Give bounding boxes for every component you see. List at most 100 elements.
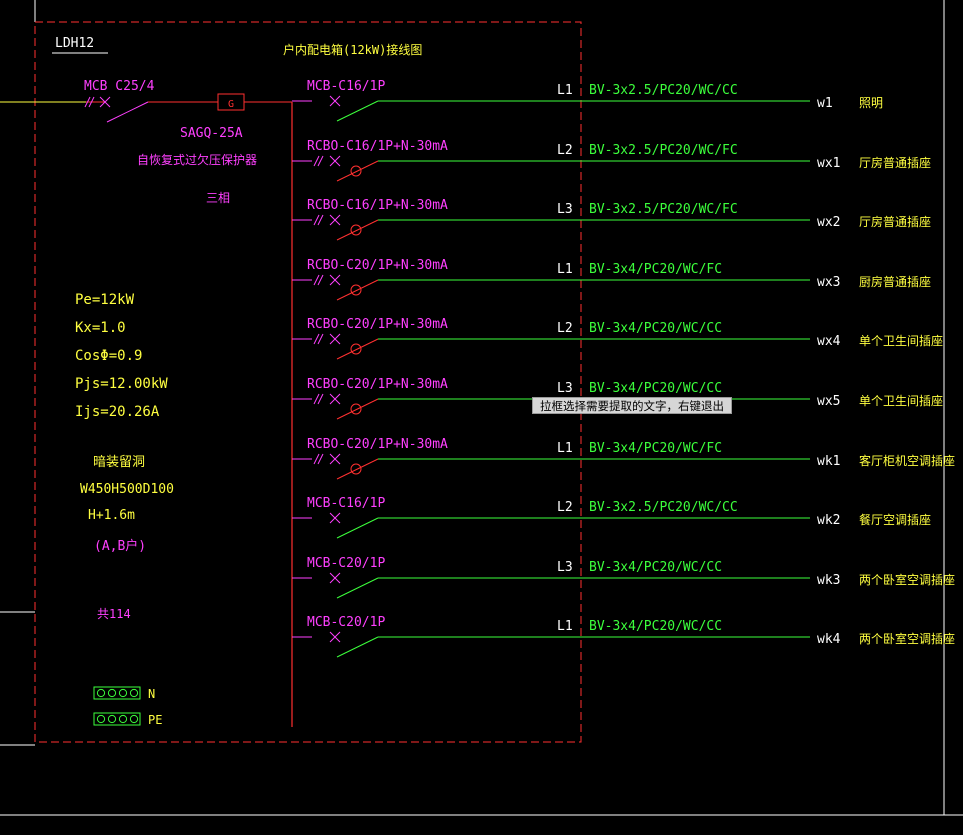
circuit-id: wx5: [817, 394, 840, 409]
breaker-blade: [336, 517, 379, 539]
circuit-id: wk4: [817, 632, 841, 647]
circuit-desc: 两个卧室空调插座: [859, 572, 955, 587]
terminal-screw: [96, 688, 106, 698]
breaker-cross: [329, 333, 341, 345]
rcd-ring: [350, 463, 362, 475]
breaker-blade: [336, 398, 379, 420]
cable-spec: BV-3x4/PC20/WC/CC: [589, 560, 722, 575]
breaker-cross: [329, 512, 341, 524]
rcd-ring: [350, 165, 362, 177]
param-line: Pe=12kW: [75, 292, 135, 308]
diagram-title: 户内配电箱(12kW)接线图: [283, 42, 422, 57]
terminal-screw: [107, 714, 117, 724]
breaker-cross: [329, 572, 341, 584]
neutral-tick: [313, 333, 320, 345]
terminal-bar-pe: PE: [93, 712, 162, 727]
neutral-tick: [313, 453, 320, 465]
circuit-row: MCB-C20/1P L3 BV-3x4/PC20/WC/CC wk3 两个卧室空调插座: [292, 556, 955, 599]
breaker-cross: [329, 631, 341, 643]
circuit-id: wk1: [817, 454, 840, 469]
terminal-screw: [107, 688, 117, 698]
param-line: Kx=1.0: [75, 320, 126, 336]
circuit-desc: 客厅柜机空调插座: [859, 453, 955, 468]
breaker-blade: [336, 338, 379, 360]
circuit-desc: 单个卫生间插座: [859, 333, 943, 348]
rcd-ring: [350, 343, 362, 355]
param-line: Ijs=20.26A: [75, 404, 160, 420]
circuit-desc: 厨房普通插座: [859, 274, 931, 289]
breaker-cross: [329, 453, 341, 465]
incoming-feeder: [0, 93, 292, 123]
rcd-ring: [350, 284, 362, 296]
breaker-label: MCB-C20/1P: [307, 556, 385, 571]
neutral-tick: [313, 274, 320, 286]
neutral-tick: [317, 155, 324, 167]
breaker-label: RCBO-C20/1P+N-30mA: [307, 317, 448, 332]
breaker-cross: [329, 214, 341, 226]
neutral-tick: [313, 214, 320, 226]
circuit-id: wx3: [817, 275, 840, 290]
phase-label: L2: [557, 143, 573, 158]
phase-label: L2: [557, 500, 573, 515]
circuit-id: wk2: [817, 513, 840, 528]
param-line: CosΦ=0.9: [75, 348, 142, 364]
protector-symbol-label: G: [228, 99, 234, 110]
breaker-blade: [336, 160, 379, 182]
phase-label: L1: [557, 619, 573, 634]
main-breaker-label: MCB C25/4: [84, 79, 155, 94]
breaker-label: RCBO-C20/1P+N-30mA: [307, 437, 448, 452]
phase-label: L1: [557, 262, 573, 277]
circuit-desc: 厅房普通插座: [859, 214, 931, 229]
neutral-tick: [313, 155, 320, 167]
breaker-cross: [329, 95, 341, 107]
install-line: W450H500D100: [80, 482, 174, 497]
cable-spec: BV-3x4/PC20/WC/FC: [589, 441, 722, 456]
phase-note: 三相: [206, 191, 230, 205]
terminal-screw: [118, 714, 128, 724]
breaker-blade: [336, 577, 379, 599]
breaker-blade: [336, 636, 379, 658]
terminal-screw: [96, 714, 106, 724]
phase-label: L1: [557, 83, 573, 98]
circuit-desc: 单个卫生间插座: [859, 393, 943, 408]
circuit-desc: 餐厅空调插座: [859, 512, 931, 527]
neutral-tick: [317, 274, 324, 286]
neutral-tick: [317, 333, 324, 345]
breaker-label: RCBO-C20/1P+N-30mA: [307, 377, 448, 392]
cable-spec: BV-3x4/PC20/WC/CC: [589, 321, 722, 336]
circuit-desc: 照明: [859, 96, 883, 110]
neutral-tick: [313, 393, 320, 405]
box-code: LDH12: [55, 36, 94, 51]
tooltip: 拉框选择需要提取的文字，右键退出: [532, 397, 732, 414]
install-line: (A,B户): [94, 538, 146, 554]
circuit-id: wk3: [817, 573, 840, 588]
breaker-cross: [329, 393, 341, 405]
param-line: Pjs=12.00kW: [75, 376, 168, 392]
breaker-blade: [336, 219, 379, 241]
protector-model: SAGQ-25A: [180, 126, 243, 141]
phase-label: L3: [557, 381, 573, 396]
rcd-ring: [350, 403, 362, 415]
terminal-screw: [129, 688, 139, 698]
terminal-screw: [129, 714, 139, 724]
breaker-label: RCBO-C20/1P+N-30mA: [307, 258, 448, 273]
cable-spec: BV-3x4/PC20/WC/CC: [589, 381, 722, 396]
neutral-tick: [317, 393, 324, 405]
terminal-bars: NPE: [93, 686, 162, 727]
breaker-label: MCB-C16/1P: [307, 79, 385, 94]
cable-spec: BV-3x2.5/PC20/WC/FC: [589, 202, 738, 217]
terminal-screw: [118, 688, 128, 698]
circuit-row: RCBO-C20/1P+N-30mA L3 BV-3x4/PC20/WC/CC wx5…: [292, 377, 943, 420]
count-note: 共114: [97, 607, 131, 621]
circuit-id: wx4: [817, 334, 841, 349]
breaker-label: RCBO-C16/1P+N-30mA: [307, 139, 448, 154]
phase-label: L3: [557, 560, 573, 575]
neutral-tick: [317, 214, 324, 226]
